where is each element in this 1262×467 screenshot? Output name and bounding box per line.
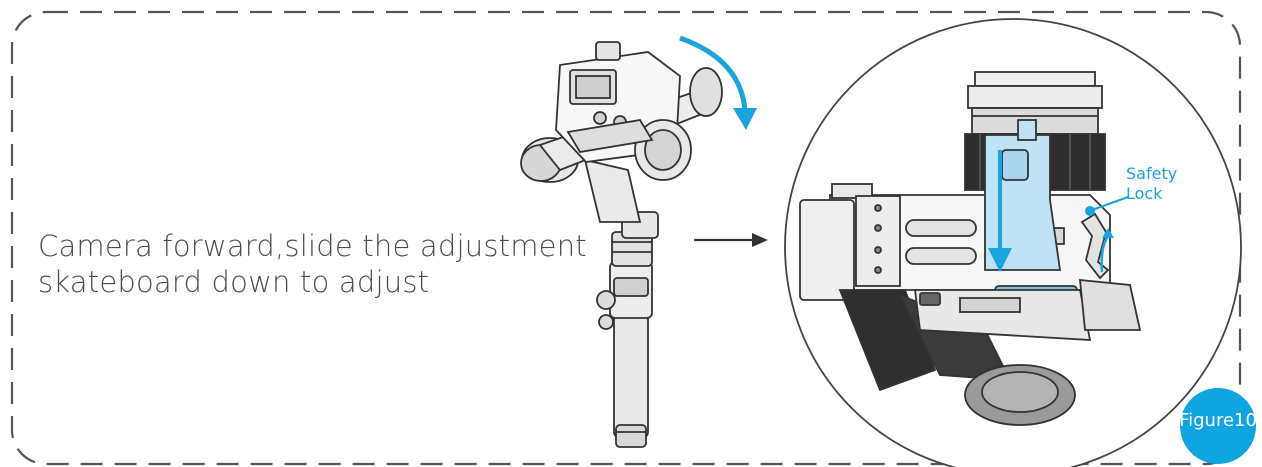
rotation-arrow [679,35,748,113]
figure-badge [1180,388,1256,464]
caption-line-1: Camera forward,slide the adjustment [38,229,587,263]
callout-line-1: Safety [1126,164,1178,183]
detail-illustration [799,71,1142,426]
figure-badge-label: Figure10 [1179,410,1257,431]
slide-down-arrow [988,150,1012,272]
instruction-caption: Camera forward,slide the adjustment skat… [38,228,598,300]
callout-line-2: Lock [1126,184,1163,203]
gimbal-illustration [520,41,723,448]
next-step-arrow [694,233,768,247]
safety-lock-label: Safety Lock [1126,164,1186,204]
caption-line-2: skateboard down to adjust [38,265,430,299]
safety-lock-pointer [1085,196,1129,273]
